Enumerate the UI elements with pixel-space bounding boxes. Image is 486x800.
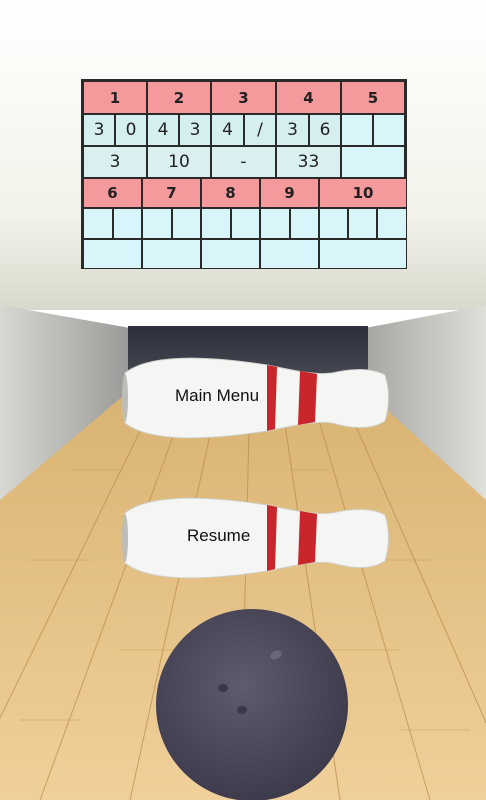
frame-number: 6 [83, 178, 142, 208]
frame-total [319, 239, 407, 269]
roll-2: 3 [179, 114, 211, 146]
main-menu-button[interactable]: Main Menu [117, 343, 392, 453]
roll-2 [113, 208, 142, 239]
frame-total [341, 146, 405, 178]
frame-total [260, 239, 319, 269]
roll-1: 3 [83, 114, 115, 146]
roll-2 [231, 208, 260, 239]
frame-number: 4 [276, 81, 341, 114]
resume-label: Resume [187, 526, 251, 545]
frame-number: 3 [211, 81, 276, 114]
roll-1 [201, 208, 231, 239]
main-menu-label: Main Menu [175, 386, 260, 405]
frame-number: 8 [201, 178, 260, 208]
frame-total [83, 239, 142, 269]
frame-number: 10 [319, 178, 407, 208]
frame-number: 9 [260, 178, 319, 208]
roll-2 [348, 208, 377, 239]
roll-1 [260, 208, 290, 239]
resume-button[interactable]: Resume [117, 483, 392, 593]
roll-1 [319, 208, 348, 239]
roll-1 [83, 208, 113, 239]
roll-3 [377, 208, 407, 239]
roll-1: 3 [276, 114, 309, 146]
frame-total: 3 [83, 146, 147, 178]
frame-total: 10 [147, 146, 211, 178]
frame-number: 2 [147, 81, 211, 114]
frame-number: 1 [83, 81, 147, 114]
roll-1: 4 [147, 114, 179, 146]
roll-1 [142, 208, 172, 239]
roll-2 [172, 208, 201, 239]
bowling-pin-icon [122, 357, 389, 439]
roll-2 [373, 114, 405, 146]
frame-total [142, 239, 201, 269]
roll-1 [341, 114, 373, 146]
frame-total: 33 [276, 146, 341, 178]
roll-2 [290, 208, 319, 239]
roll-2: 6 [309, 114, 341, 146]
roll-2: 0 [115, 114, 147, 146]
frame-total: - [211, 146, 276, 178]
roll-2: / [244, 114, 276, 146]
bowling-ball [156, 609, 348, 800]
frame-total [201, 239, 260, 269]
bowling-pin-icon [122, 497, 389, 579]
frame-number: 5 [341, 81, 405, 114]
roll-1: 4 [211, 114, 244, 146]
frame-number: 7 [142, 178, 201, 208]
